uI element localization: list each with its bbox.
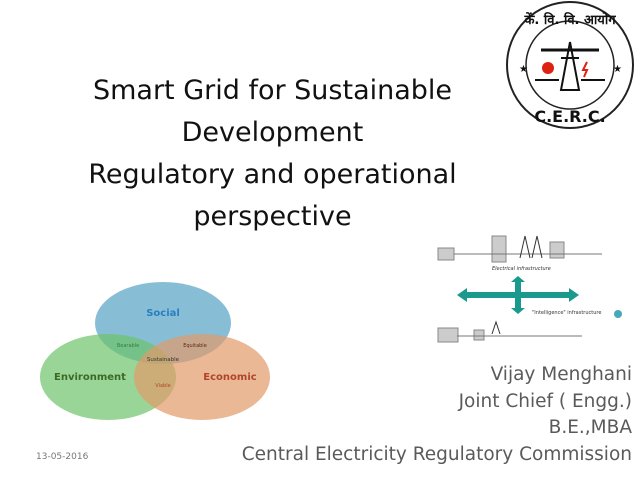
logo-hindi-text: कें. वि. वि. आयोग [523,12,616,28]
intelligence-infrastructure-label: "Intelligence" infrastructure [532,310,601,316]
title-line: perspective [193,201,352,232]
title-line: Regulatory and operational [88,159,457,190]
slide-date: 13-05-2016 [36,452,89,462]
author-qualification: B.E.,MBA [548,417,632,438]
bidirectional-arrow-icon [457,276,579,314]
author-organization: Central Electricity Regulatory Commissio… [241,443,632,465]
venn-environment [40,334,176,420]
title-line: Development [181,117,364,148]
svg-text:★: ★ [519,64,528,75]
author-block: Vijay Menghani Joint Chief ( Engg.) B.E.… [242,362,632,468]
title-line: Smart Grid for Sustainable [92,75,453,106]
venn-label-bearable: Bearable [117,343,139,349]
logo-abbr: C.E.R.C. [534,107,605,126]
venn-label-social: Social [146,308,180,319]
smart-grid-diagram: Electrical infrastructure "Intelligence"… [437,235,622,343]
venn-label-sustainable: Sustainable [147,357,180,363]
venn-label-viable: Viable [155,383,170,389]
slide-title: Smart Grid for Sustainable Development R… [60,70,485,238]
electrical-infrastructure-label: Electrical infrastructure [492,266,551,272]
author-name: Vijay Menghani [490,364,632,385]
cerc-logo: कें. वि. वि. आयोग C.E.R.C. ★ ★ [506,1,634,129]
sustainability-venn-diagram: Social Environment Economic Bearable Equ… [40,282,270,420]
venn-economic [134,334,270,420]
venn-label-environment: Environment [54,372,126,383]
author-designation: Joint Chief ( Engg.) [458,390,632,412]
svg-text:★: ★ [613,64,622,75]
venn-label-equitable: Equitable [183,343,207,349]
venn-label-economic: Economic [203,372,256,383]
